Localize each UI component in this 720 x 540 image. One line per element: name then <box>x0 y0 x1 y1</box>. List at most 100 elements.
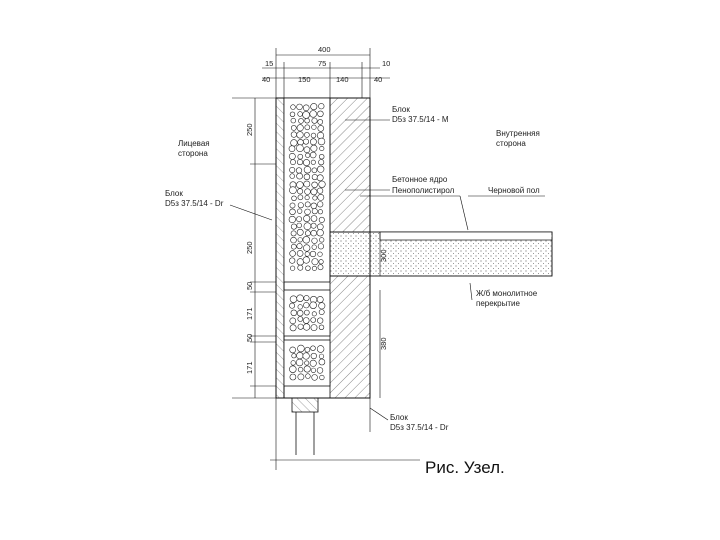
aggregate-stone <box>289 257 296 264</box>
aggregate-stone <box>318 302 326 310</box>
label-slab-2: перекрытие <box>476 299 521 308</box>
aggregate-stone <box>289 111 296 118</box>
aggregate-stone <box>297 202 304 209</box>
aggregate-stone <box>296 258 304 266</box>
aggregate-stone <box>316 367 324 374</box>
aggregate-stone <box>309 359 317 367</box>
aggregate-stone <box>296 243 303 250</box>
aggregate-stone <box>309 250 317 258</box>
aggregate-stone <box>289 167 296 174</box>
aggregate-stone <box>305 373 311 379</box>
aggregate-stone <box>311 374 318 381</box>
aggregate-stone <box>310 132 317 139</box>
aggregate-stone <box>311 181 318 189</box>
label-concrete-core: Бетонное ядро <box>392 175 448 184</box>
aggregate-stone <box>296 124 304 132</box>
label-waterproof: Пенополистирол <box>392 186 455 195</box>
aggregate-stone <box>304 208 311 216</box>
aggregate-stone <box>295 167 303 174</box>
figure-caption: Рис. Узел. <box>425 458 505 477</box>
aggregate-stone <box>317 209 323 215</box>
aggregate-stone <box>289 317 297 325</box>
aggregate-stone <box>304 188 311 195</box>
label-inner-side-2: сторона <box>496 139 526 148</box>
aggregate-stone <box>302 138 309 145</box>
dim-top-mid: 75 <box>318 59 326 68</box>
aggregate-stone <box>290 117 296 124</box>
aggregate-stone <box>310 202 317 210</box>
aggregate-stone <box>319 146 325 152</box>
aggregate-stone <box>317 317 324 324</box>
dim-row2-a: 40 <box>262 75 270 84</box>
aggregate-stone <box>318 309 325 315</box>
aggregate-stone <box>310 103 318 111</box>
aggregate-stone <box>310 215 318 222</box>
aggregate-stone <box>297 373 305 381</box>
aggregate-stone <box>318 216 325 223</box>
aggregate-stone <box>316 229 324 237</box>
aggregate-stone <box>297 366 304 373</box>
aggregate-stone <box>319 237 325 243</box>
dim-left-50-b: 50 <box>245 334 254 342</box>
aggregate-stone <box>302 236 310 244</box>
aggregate-stone <box>310 159 316 165</box>
aggregate-stone <box>302 104 310 112</box>
aggregate-stone <box>302 256 310 264</box>
aggregate-stone <box>302 111 310 119</box>
aggregate-stone <box>318 324 325 330</box>
aggregate-stone <box>316 174 324 182</box>
aggregate-stone <box>317 165 325 173</box>
aggregate-stone <box>309 110 317 118</box>
aggregate-stone <box>303 295 310 302</box>
aggregate-stone <box>310 317 317 323</box>
dim-left-50-a: 50 <box>245 282 254 290</box>
aggregate-stone <box>297 304 303 310</box>
aggregate-stone <box>288 215 296 224</box>
aggregate-stone <box>311 208 318 215</box>
aggregate-stone <box>296 216 302 222</box>
aggregate-stone <box>311 265 317 271</box>
label-block-left-1: Блок <box>165 189 183 198</box>
aggregate-stone <box>303 309 310 316</box>
aggregate-stone <box>303 215 311 223</box>
aggregate-stone <box>297 153 304 160</box>
aggregate-stone <box>303 302 310 309</box>
aggregate-stone <box>296 222 302 229</box>
aggregate-stone <box>304 201 311 208</box>
aggregate-stone <box>316 223 324 231</box>
aggregate-stone <box>317 119 324 125</box>
aggregate-stone <box>296 181 304 189</box>
aggregate-stone <box>303 146 311 153</box>
aggregate-stone <box>295 358 304 367</box>
aggregate-stone <box>291 353 297 359</box>
aggregate-stone <box>319 154 325 160</box>
aggregate-stone <box>289 173 295 179</box>
label-block-left-2: D5з 37.5/14 - Dr <box>165 199 224 208</box>
aggregate-stone <box>296 131 304 139</box>
aggregate-stone <box>296 228 304 236</box>
aggregate-stone <box>289 186 297 194</box>
label-outer-side-1: Лицевая <box>178 139 210 148</box>
aggregate-stone <box>297 139 304 146</box>
aggregate-stone <box>290 230 297 237</box>
aggregate-stone <box>302 159 310 167</box>
aggregate-stone <box>317 187 324 194</box>
aggregate-stone <box>310 345 316 351</box>
aggregate-stone <box>318 159 325 166</box>
aggregate-stone <box>317 137 326 146</box>
aggregate-stone <box>304 251 310 257</box>
aggregate-stone <box>310 144 318 152</box>
aggregate-stone <box>317 125 325 132</box>
aggregate-stone <box>297 237 303 243</box>
aggregate-stone <box>290 131 298 138</box>
leader-lines <box>229 119 545 421</box>
aggregate-stone <box>310 188 318 196</box>
aggregate-stone <box>290 243 297 250</box>
aggregate-stone <box>318 103 325 110</box>
aggregate-stone <box>304 195 310 201</box>
aggregate-stone <box>303 323 311 331</box>
aggregate-stone <box>296 172 303 180</box>
label-subfloor: Черновой пол <box>488 186 540 195</box>
aggregate-fill-upper <box>288 103 326 271</box>
aggregate-stone <box>319 374 325 381</box>
